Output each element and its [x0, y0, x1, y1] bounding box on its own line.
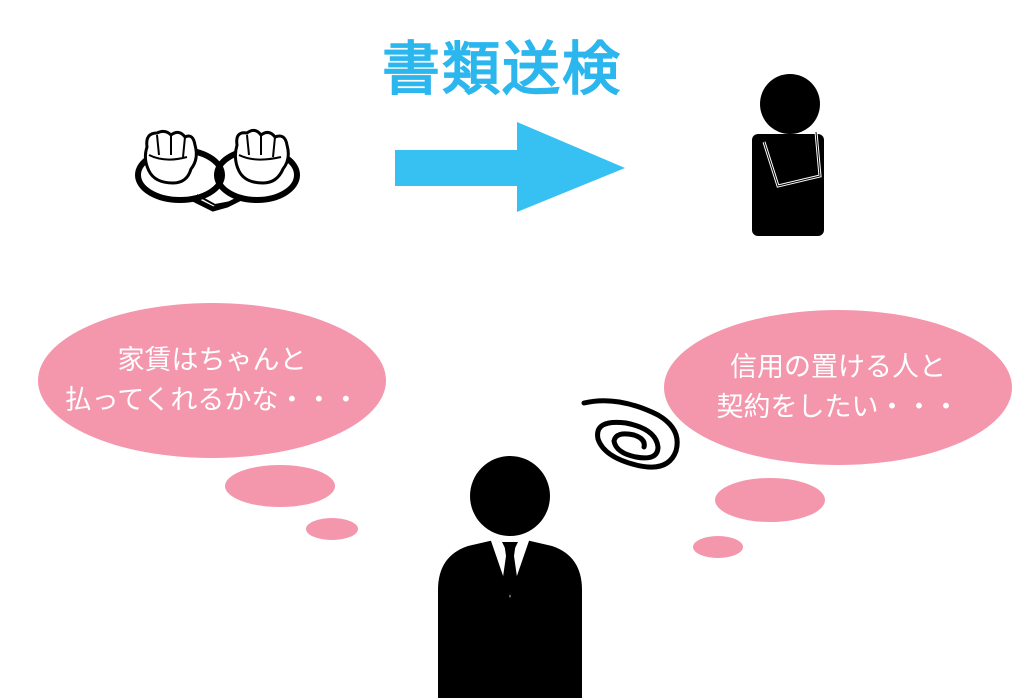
- thought-puff-small-right: [693, 536, 743, 558]
- thinking-person-icon: [752, 74, 824, 236]
- confusion-swirl-icon: [581, 398, 680, 470]
- right-thought-bubble: 信用の置ける人と 契約をしたい・・・: [664, 310, 1012, 465]
- thought-puff-large-right: [715, 478, 825, 522]
- right-thought-text: 信用の置ける人と 契約をしたい・・・: [716, 351, 960, 423]
- handcuffs-icon: [135, 128, 300, 212]
- thought-puff-small-left: [306, 518, 358, 540]
- arrow-right-icon: [395, 122, 625, 212]
- left-thought-text: 家賃はちゃんと 払ってくれるかな・・・: [64, 344, 360, 416]
- businessman-icon: [438, 456, 582, 698]
- thought-puff-large-left: [225, 465, 335, 507]
- page-title: 書類送検: [381, 35, 622, 103]
- left-thought-bubble: 家賃はちゃんと 払ってくれるかな・・・: [38, 303, 386, 458]
